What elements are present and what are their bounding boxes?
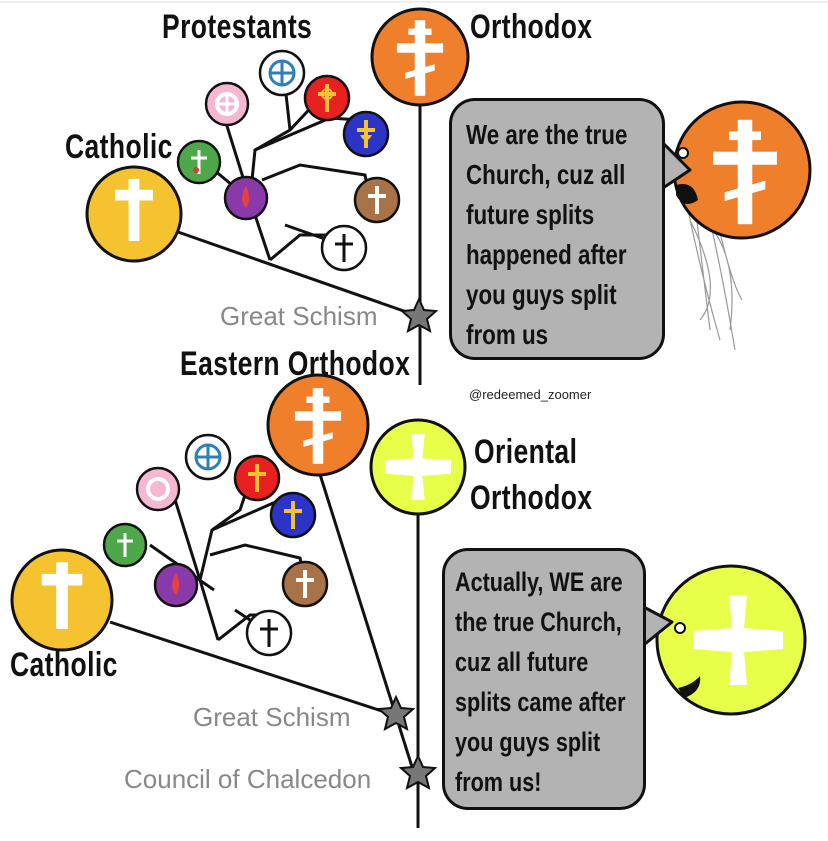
protestant-denomination-circles: [176, 49, 401, 272]
eastern-orthodox-circle: [266, 373, 370, 477]
orthodox-speaker-head: [672, 100, 812, 351]
label-oriental-orthodox-2: Orthodox: [470, 479, 593, 517]
oriental-orthodox-circle: [369, 418, 467, 516]
catholic-branch-line: [177, 230, 419, 318]
label-catholic-bottom: Catholic: [10, 646, 118, 684]
label-great-schism-bottom: Great Schism: [193, 702, 351, 732]
speech-text-top: We are the true Church, cuz all future s…: [466, 119, 628, 350]
label-orthodox: Orthodox: [470, 8, 593, 46]
label-protestants: Protestants: [162, 8, 313, 46]
label-catholic: Catholic: [65, 128, 173, 166]
catholic-circle-bottom: [10, 548, 114, 652]
oriental-speaker-head: [655, 564, 807, 716]
bottom-panel: [10, 373, 467, 828]
top-panel: [85, 7, 470, 385]
label-great-schism-top: Great Schism: [220, 301, 378, 331]
catholic-branch-line-bottom: [109, 620, 395, 717]
protestant-denomination-circles-bottom: [102, 433, 329, 657]
speech-bubble-bottom: [442, 548, 646, 810]
catholic-circle: [85, 165, 183, 263]
star-icon: [378, 696, 414, 730]
fire-icon: [242, 186, 249, 208]
credit-handle: @redeemed_zoomer: [469, 387, 592, 402]
label-eastern-orthodox: Eastern Orthodox: [180, 345, 411, 383]
orthodox-circle-top: [370, 7, 470, 107]
speech-bubble-top: [449, 98, 665, 360]
speech-text-bottom: Actually, WE are the true Church, cuz al…: [455, 567, 626, 797]
label-council-of-chalcedon: Council of Chalcedon: [124, 764, 372, 794]
label-oriental-orthodox-1: Oriental: [474, 433, 578, 471]
